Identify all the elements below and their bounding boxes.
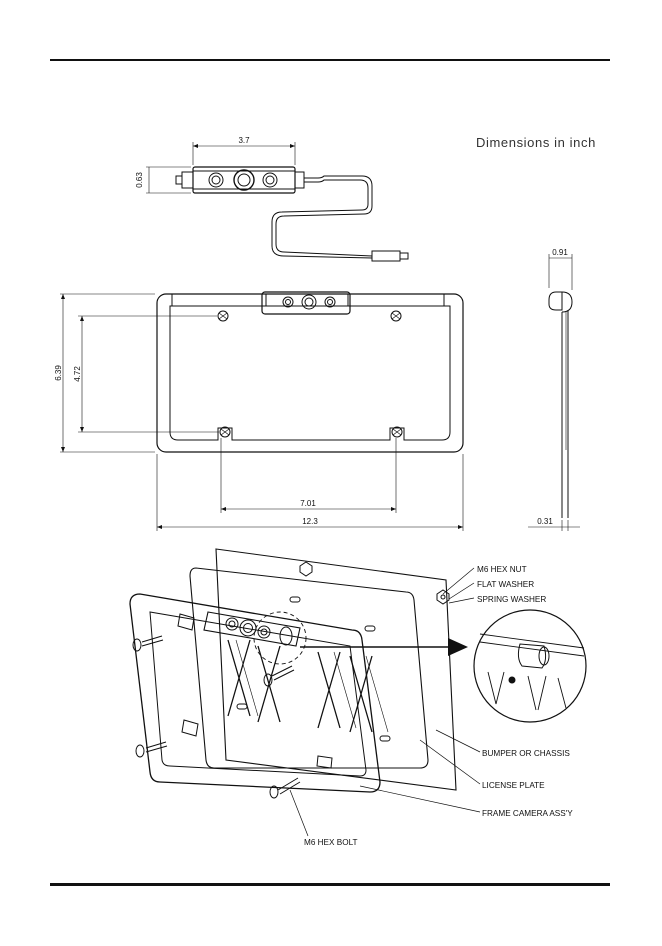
frame-front-view — [60, 292, 463, 531]
dim-camera-height: 0.63 — [135, 172, 144, 188]
frame-side-view — [528, 254, 580, 531]
label-hex-nut: M6 HEX NUT — [477, 565, 527, 574]
label-bumper: BUMPER OR CHASSIS — [482, 749, 570, 758]
dim-side-thickness: 0.31 — [537, 517, 553, 526]
dim-hole-horizontal: 7.01 — [300, 499, 316, 508]
exploded-assembly — [130, 549, 586, 836]
dim-frame-width: 12.3 — [302, 517, 318, 526]
dim-camera-width: 3.7 — [238, 136, 250, 145]
dim-side-depth: 0.91 — [552, 248, 568, 257]
label-frame-camera: FRAME CAMERA ASS'Y — [482, 809, 573, 818]
label-flat-washer: FLAT WASHER — [477, 580, 534, 589]
dim-hole-vertical: 4.72 — [73, 366, 82, 382]
label-spring-washer: SPRING WASHER — [477, 595, 546, 604]
dim-frame-height: 6.39 — [54, 365, 63, 381]
label-hex-bolt: M6 HEX BOLT — [304, 838, 358, 847]
label-license-plate: LICENSE PLATE — [482, 781, 545, 790]
bottom-rule — [50, 883, 610, 886]
camera-top-view — [146, 142, 408, 261]
